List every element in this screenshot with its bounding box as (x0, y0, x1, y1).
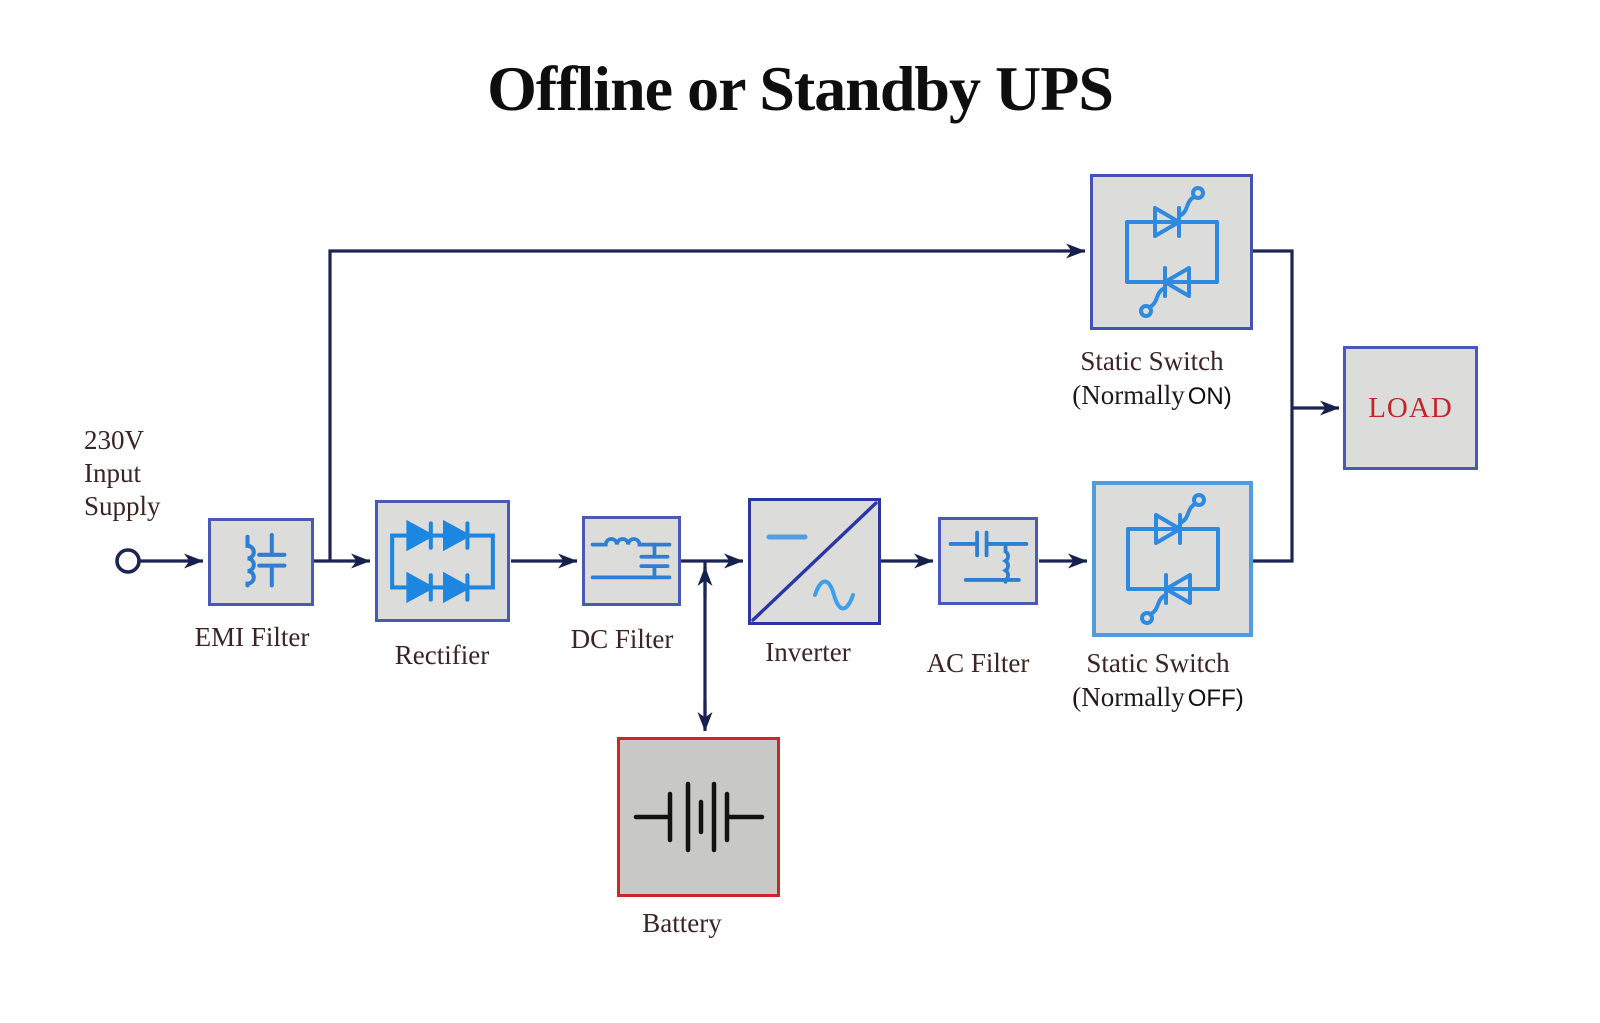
input-supply-label: 230V Input Supply (84, 425, 161, 521)
static-switch-off-label: Static Switch (1086, 648, 1230, 678)
load-block: LOAD (1343, 346, 1478, 470)
static-switch-on-normally-text: (Normally (1072, 380, 1185, 410)
emi-filter-label: EMI Filter (194, 622, 310, 652)
wire-switch-on-to-bus (1253, 249, 1294, 408)
inductor-capacitor-icon (245, 532, 287, 588)
battery-cells-icon (633, 781, 764, 853)
dc-filter-label: DC Filter (570, 624, 674, 654)
inverter-block (748, 498, 881, 625)
ac-filter-label: AC Filter (926, 648, 1030, 678)
static-switch-off-normally-text: (Normally (1072, 682, 1185, 712)
dc-filter-block (582, 516, 681, 606)
static-switch-on-state-text: ON) (1187, 383, 1232, 410)
rectifier-block (375, 500, 510, 622)
lc-lowpass-filter-icon (590, 537, 672, 580)
rectifier-label: Rectifier (394, 640, 490, 670)
static-switch-off-state-text: OFF) (1187, 685, 1244, 712)
battery-block (617, 737, 780, 897)
capacitor-inductor-icon (948, 530, 1029, 584)
static-switch-on-block (1090, 174, 1253, 330)
antiparallel-thyristors-icon (1125, 493, 1220, 625)
emi-filter-block (208, 518, 314, 606)
static-switch-on-label: Static Switch (1080, 346, 1224, 376)
static-switch-off-block (1092, 481, 1253, 637)
input-terminal-circle (115, 548, 141, 574)
ac-filter-block (938, 517, 1038, 605)
diode-bridge-icon (390, 519, 495, 603)
dc-to-ac-converter-icon (751, 501, 878, 622)
inverter-label: Inverter (765, 637, 851, 667)
antiparallel-thyristors-icon (1124, 186, 1219, 318)
load-label: LOAD (1368, 391, 1453, 424)
wire-switch-off-to-bus (1253, 408, 1294, 563)
diagram-title: Offline or Standby UPS (487, 53, 1114, 124)
wire-bypass-to-switch-on (328, 243, 1086, 561)
battery-label: Battery (642, 908, 722, 938)
